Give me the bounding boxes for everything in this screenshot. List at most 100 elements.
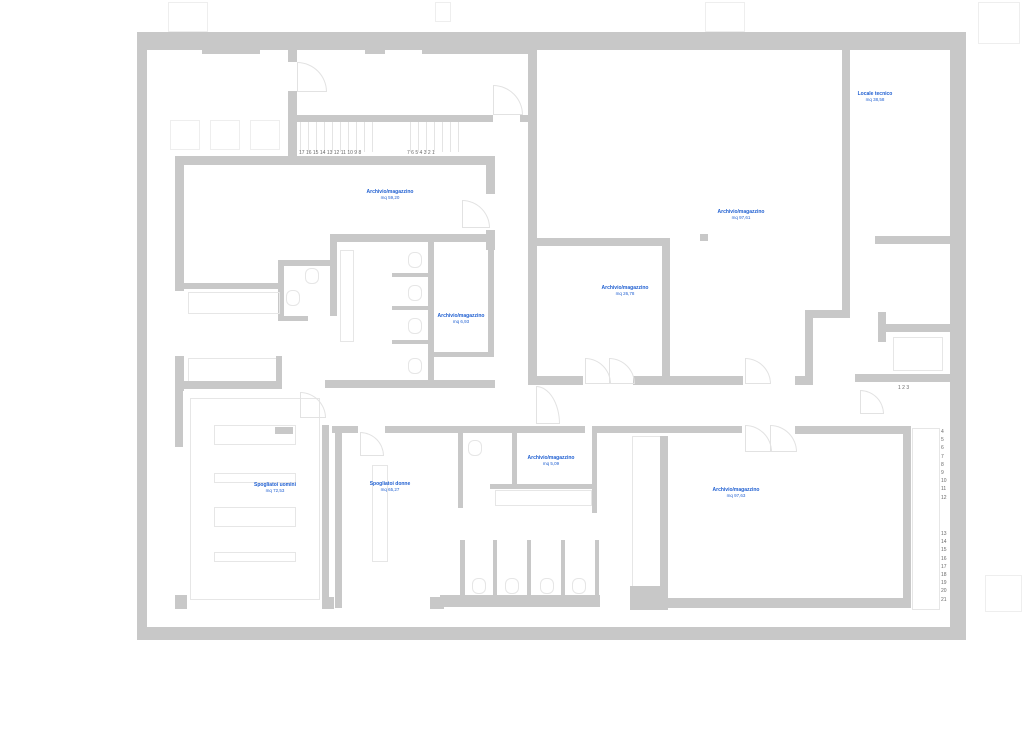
- wall: [428, 242, 434, 382]
- door-swing: [493, 85, 523, 115]
- sink-row: [495, 490, 592, 506]
- toilet-fixture: [472, 578, 486, 594]
- stair-step-number: 16: [305, 150, 312, 156]
- stair-step-number: 2: [427, 150, 431, 156]
- top-wall-stub-3: [422, 50, 532, 54]
- wall: [276, 356, 282, 386]
- wall: [458, 433, 463, 508]
- wall: [633, 376, 743, 385]
- stair-step-number: 11: [941, 486, 947, 493]
- locker-stack: [632, 436, 662, 588]
- stair-step-number: 4: [941, 429, 944, 435]
- toilet-fixture: [572, 578, 586, 594]
- door-swing: [585, 358, 611, 384]
- stair-step-number: 17: [941, 563, 947, 570]
- ghost-column-3: [705, 2, 745, 32]
- room-label-spogliatoi-uomini: Spogliatoi uomini mq 72,53: [240, 482, 310, 494]
- bench: [214, 425, 296, 445]
- stair-numbers-right: 7 6 5 4 3 2 1: [407, 150, 435, 156]
- stair-step-number: 2: [902, 385, 905, 391]
- stair-step-number: 4: [419, 150, 423, 156]
- stair-step-number: 1: [432, 150, 435, 156]
- wall: [490, 484, 595, 489]
- room-area: mq 26,78: [615, 291, 635, 296]
- room-area: mq 6,93: [452, 319, 470, 324]
- wall: [392, 273, 428, 277]
- stair-numbers-right-flight-lower: 13 14 15 16 17 18 19 20 21: [941, 530, 951, 604]
- stair-step-number: 14: [319, 150, 326, 156]
- room-area: mq 59,20: [380, 195, 400, 200]
- wall: [486, 156, 495, 194]
- ghost-pillar: [250, 120, 280, 150]
- toilet-fixture: [468, 440, 482, 456]
- wall: [795, 426, 910, 434]
- toilet-fixture: [408, 358, 422, 374]
- stair-step-number: 14: [941, 539, 947, 546]
- toilet-fixture: [305, 268, 319, 284]
- elevator-shaft: [893, 337, 943, 371]
- wall: [175, 595, 187, 609]
- wall: [592, 426, 742, 433]
- stair-step-number: 11: [340, 150, 346, 156]
- wall: [330, 234, 495, 242]
- toilet-fixture: [408, 252, 422, 268]
- bench: [214, 552, 296, 562]
- stair-step-number: 7: [407, 150, 410, 156]
- room-name: Locale tecnico: [857, 91, 893, 97]
- stair-step-number: 5: [415, 150, 419, 156]
- stair-landing-numbers: 1 2 3: [898, 385, 909, 391]
- wall: [175, 356, 184, 391]
- wall: [875, 236, 950, 244]
- wall: [278, 260, 332, 266]
- stair-step-number: 12: [941, 494, 947, 501]
- room-label-spogliatoi-donne: Spogliatoi donne mq 65,27: [355, 481, 425, 493]
- wall: [175, 156, 495, 165]
- wall: [184, 381, 282, 389]
- wall: [392, 306, 428, 310]
- stair-step-number: 17: [299, 150, 305, 156]
- wall: [855, 374, 950, 382]
- wall: [322, 597, 334, 609]
- stair-step-number: 7: [941, 453, 944, 460]
- locker-perimeter: [190, 398, 320, 600]
- wall: [512, 433, 517, 485]
- bench: [214, 473, 296, 483]
- door-swing: [462, 200, 490, 228]
- stair-step-number: 13: [941, 531, 947, 537]
- room-area: mq 72,53: [265, 488, 285, 493]
- wall: [592, 433, 597, 513]
- stair-step-number: 9: [941, 470, 944, 477]
- top-wall-stub-1: [202, 50, 260, 54]
- stair-step-number: 8: [941, 461, 944, 468]
- stair-step-number: 20: [941, 588, 947, 595]
- door-swing: [745, 358, 771, 384]
- wall: [332, 426, 358, 433]
- wall: [595, 540, 599, 600]
- wall: [630, 586, 668, 610]
- ghost-pillar: [170, 120, 200, 150]
- room-name: Archivio/magazzino: [527, 455, 575, 461]
- stair-right-stub: [520, 115, 530, 122]
- room-label-archivio-2: Archivio/magazzino mq 97,61: [706, 209, 776, 221]
- wall: [460, 540, 465, 600]
- wall: [440, 595, 600, 607]
- room-name: Spogliatoi uomini: [254, 482, 296, 488]
- outer-wall-top: [137, 32, 966, 50]
- wall: [175, 391, 183, 447]
- wall: [805, 310, 813, 385]
- ghost-column-5: [985, 575, 1022, 612]
- room-name: Archivio/magazzino: [712, 487, 760, 493]
- door-swing: [536, 386, 560, 424]
- wall: [335, 433, 342, 608]
- wall: [537, 238, 667, 246]
- stair-step-number: 12: [333, 150, 340, 156]
- sink-counter: [340, 250, 354, 342]
- top-wall-stub-2: [365, 50, 385, 54]
- bench: [214, 507, 296, 527]
- room-label-archivio-6: Archivio/magazzino mq 97,63: [701, 487, 771, 499]
- door-swing: [360, 432, 384, 456]
- stair-wall-horizontal: [297, 115, 493, 122]
- wall: [322, 425, 329, 605]
- room-label-archivio-3: Archivio/magazzino mq 26,78: [590, 285, 660, 297]
